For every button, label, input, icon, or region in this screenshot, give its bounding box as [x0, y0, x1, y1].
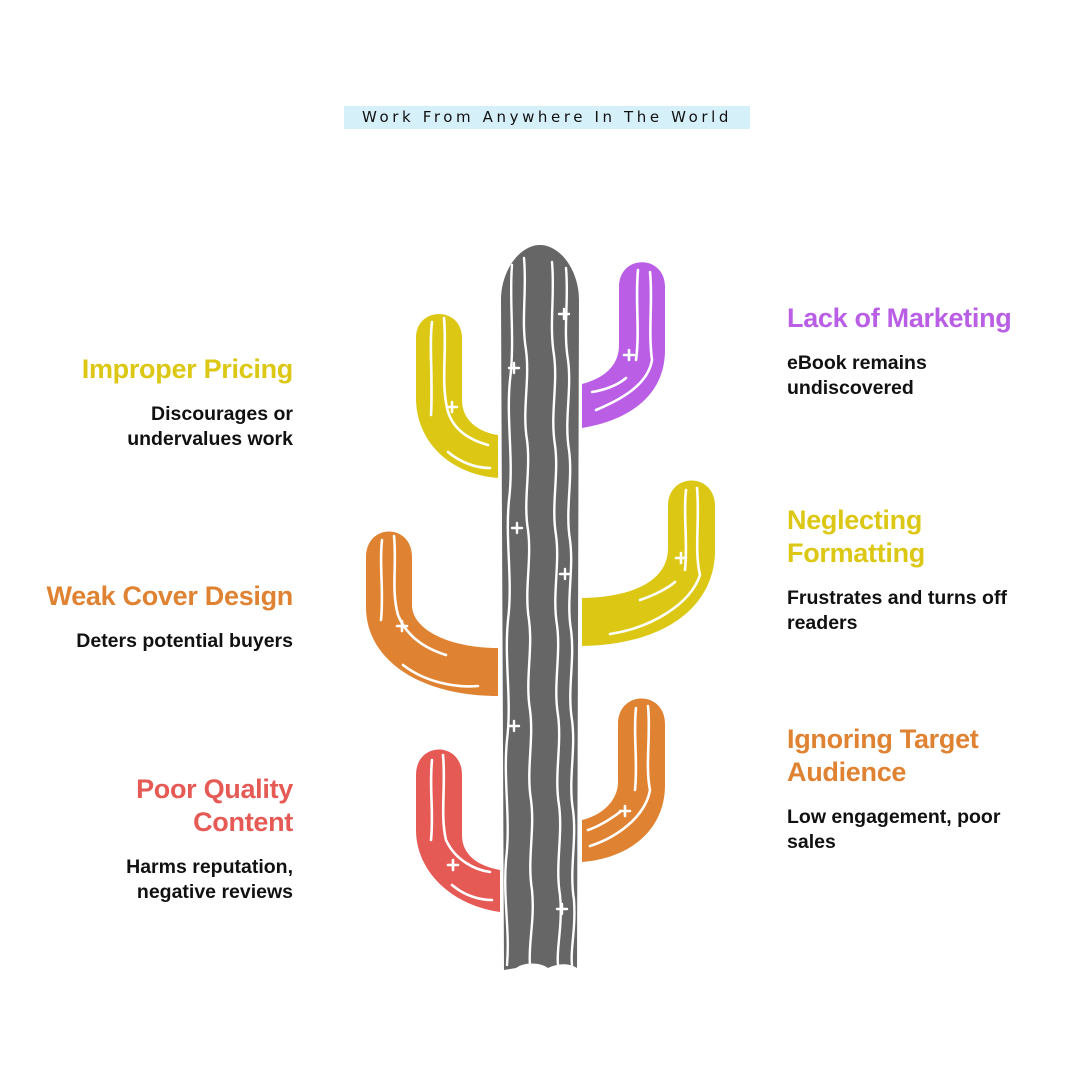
item-description-improper-pricing: Discourages or undervalues work — [82, 402, 293, 452]
item-title-improper-pricing: Improper Pricing — [81, 354, 294, 384]
item-title-poor-quality-content: Poor Quality Content — [126, 773, 293, 839]
item-description-ignoring-target-audience: Low engagement, poor sales — [787, 805, 1000, 855]
item-improper-pricing: Improper Pricing Discourages or underval… — [81, 353, 294, 452]
item-ignoring-target-audience: Ignoring Target Audience Low engagement,… — [787, 723, 1000, 855]
title-line: Poor Quality — [136, 774, 293, 804]
description-line: Low engagement, poor — [787, 806, 1001, 828]
description-line: Deters potential buyers — [76, 630, 293, 652]
item-title-weak-cover-design: Weak Cover Design — [46, 581, 294, 611]
description-line: readers — [787, 612, 858, 634]
item-description-neglecting-formatting: Frustrates and turns off readers — [787, 586, 1007, 636]
cactus-trunk — [501, 245, 579, 970]
arm-lack-of-marketing — [582, 262, 665, 428]
item-title-ignoring-target-audience: Ignoring Target Audience — [787, 723, 1000, 789]
item-title-neglecting-formatting: Neglecting Formatting — [787, 504, 1007, 570]
arm-improper-pricing — [416, 314, 498, 478]
item-neglecting-formatting: Neglecting Formatting Frustrates and tur… — [787, 504, 1007, 636]
description-line: undiscovered — [787, 377, 914, 399]
title-line: Ignoring Target — [787, 724, 979, 754]
description-line: Frustrates and turns off — [787, 587, 1007, 609]
description-line: undervalues work — [127, 428, 293, 450]
title-line: Neglecting — [787, 505, 923, 535]
title-line: Formatting — [787, 538, 925, 568]
title-line: Content — [193, 807, 293, 837]
item-weak-cover-design: Weak Cover Design Deters potential buyer… — [47, 580, 294, 654]
banner-title: Work From Anywhere In The World — [344, 106, 750, 129]
arm-weak-cover-design — [366, 531, 498, 696]
title-line: Audience — [787, 757, 907, 787]
item-poor-quality-content: Poor Quality Content Harms reputation, n… — [126, 773, 293, 905]
arm-neglecting-formatting — [582, 480, 715, 646]
item-description-weak-cover-design: Deters potential buyers — [47, 629, 293, 654]
description-line: Harms reputation, — [126, 856, 293, 878]
trunk-stroke-group — [504, 256, 576, 967]
arm-ignoring-target-audience — [582, 698, 665, 862]
description-line: sales — [787, 831, 836, 853]
item-title-lack-of-marketing: Lack of Marketing — [787, 303, 1012, 333]
description-line: eBook remains — [787, 352, 927, 374]
item-lack-of-marketing: Lack of Marketing eBook remains undiscov… — [787, 302, 1012, 401]
item-description-poor-quality-content: Harms reputation, negative reviews — [126, 855, 293, 905]
description-line: negative reviews — [136, 881, 293, 903]
arm-stroke-group — [379, 268, 702, 902]
arm-poor-quality-content — [416, 749, 500, 912]
description-line: Discourages or — [151, 403, 293, 425]
item-description-lack-of-marketing: eBook remains undiscovered — [787, 351, 1011, 401]
